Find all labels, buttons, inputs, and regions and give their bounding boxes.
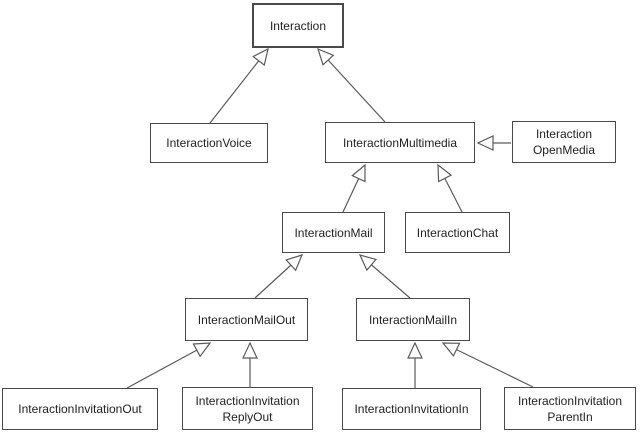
node-interaction-invitationout-label: InteractionInvitationOut <box>18 402 142 416</box>
node-interaction-mailin-label: InteractionMailIn <box>368 312 458 327</box>
node-interaction-invitation-replyout-label-line1: InteractionInvitation <box>195 393 300 408</box>
node-interaction-openmedia-label-line2: OpenMedia <box>532 143 596 157</box>
node-interaction-multimedia-label: InteractionMultimedia <box>342 135 458 150</box>
node-interaction-mail-label: InteractionMail <box>294 225 373 240</box>
node-interaction-invitation-replyout-label-line2: ReplyOut <box>222 409 273 424</box>
edge-invitationout-to-mailout <box>126 342 212 389</box>
edge-multimedia-to-interaction <box>317 47 386 123</box>
node-interaction-openmedia-label-line1: Interaction <box>535 127 593 141</box>
edge-chat-to-multimedia <box>437 163 463 213</box>
node-interaction-invitation-parentin: InteractionInvitation ParentIn <box>504 387 636 430</box>
edge-parentin-to-mailin <box>441 342 534 388</box>
node-interaction-mail: InteractionMail <box>282 212 385 253</box>
edge-mail-to-multimedia <box>342 163 366 213</box>
node-interaction-invitation-parentin-label-line2: ParentIn <box>547 409 593 424</box>
node-interaction-chat-label: InteractionChat <box>416 225 499 240</box>
node-interaction-mailout: InteractionMailOut <box>185 298 308 341</box>
node-interaction-multimedia: InteractionMultimedia <box>325 122 475 163</box>
node-interaction-voice-label: InteractionVoice <box>166 136 252 150</box>
edge-mailout-to-mail <box>254 254 304 299</box>
edge-voice-to-interaction <box>209 47 269 124</box>
node-interaction-invitationout: InteractionInvitationOut <box>2 388 158 430</box>
node-interaction-mailout-label: InteractionMailOut <box>197 312 296 327</box>
edge-mailin-to-mail <box>358 254 411 299</box>
node-interaction-chat: InteractionChat <box>405 212 510 253</box>
node-interaction-label: Interaction <box>269 18 327 33</box>
node-interaction-voice: InteractionVoice <box>150 123 268 163</box>
node-interaction-invitationin-label: InteractionInvitationIn <box>354 402 469 416</box>
node-interaction-invitationin: InteractionInvitationIn <box>342 388 481 430</box>
node-interaction: Interaction <box>252 3 344 48</box>
node-interaction-invitation-replyout: InteractionInvitation ReplyOut <box>182 387 313 430</box>
node-interaction-invitation-parentin-label-line1: InteractionInvitation <box>517 393 623 408</box>
node-interaction-openmedia: Interaction OpenMedia <box>512 121 616 163</box>
node-interaction-mailin: InteractionMailIn <box>356 298 470 341</box>
